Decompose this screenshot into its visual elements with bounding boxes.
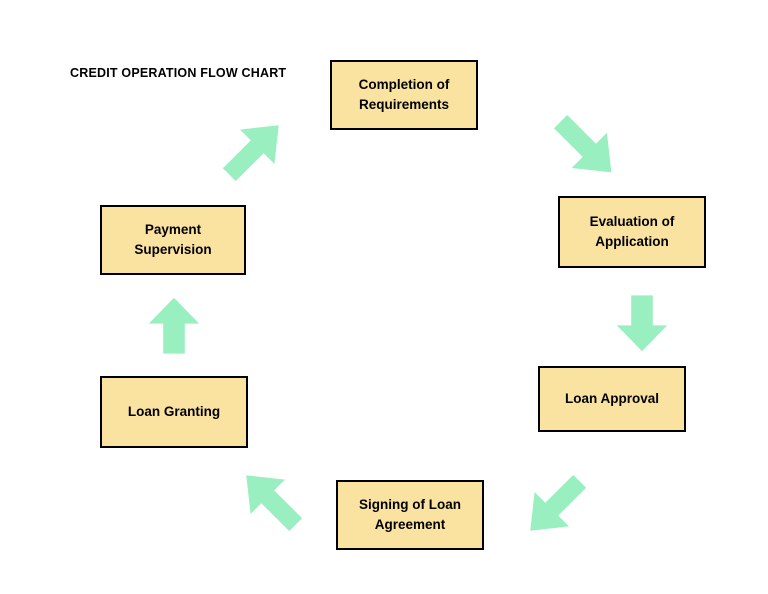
node-label-line2: Requirements [358,97,450,112]
node-label-line1: Loan Approval [564,391,659,407]
node-completion-of-requirements[interactable]: Completion of Requirements [330,60,478,130]
node-label-line1: Signing of Loan [359,497,461,513]
node-label-line2: Supervision [134,242,212,257]
arrow-up-right-icon [208,112,300,188]
node-label-line1: Completion of [358,77,450,93]
arrow-down-left-icon [510,468,600,544]
node-signing-of-loan-agreement[interactable]: Signing of Loan Agreement [336,480,484,550]
node-label-line2: Application [595,234,669,249]
node-label: Signing of Loan Agreement [344,495,476,534]
node-label: Loan Granting [108,402,240,422]
node-label: Payment Supervision [108,220,238,259]
node-label-line1: Payment [144,222,202,238]
node-label-line1: Evaluation of [589,214,675,230]
arrow-down-right-icon [540,108,632,186]
node-label: Evaluation of Application [566,212,698,251]
arrow-down-icon [612,288,672,358]
node-loan-granting[interactable]: Loan Granting [100,376,248,448]
node-label: Loan Approval [546,389,678,409]
node-payment-supervision[interactable]: Payment Supervision [100,205,246,275]
node-label-line1: Loan Granting [127,404,221,420]
node-evaluation-of-application[interactable]: Evaluation of Application [558,196,706,268]
page-title: CREDIT OPERATION FLOW CHART [70,66,287,80]
arrow-up-left-icon [226,462,316,538]
node-label-line2: Agreement [374,517,446,532]
node-loan-approval[interactable]: Loan Approval [538,366,686,432]
arrow-up-icon [144,290,204,362]
node-label: Completion of Requirements [338,75,470,114]
